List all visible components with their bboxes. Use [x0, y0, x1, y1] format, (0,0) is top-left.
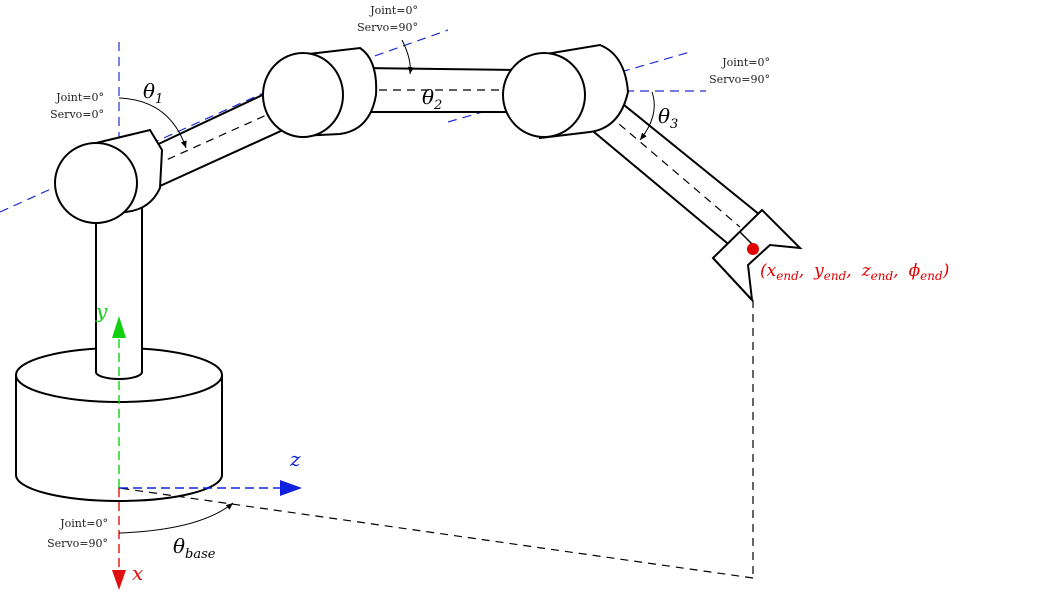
theta1-label: θ1 — [143, 79, 163, 107]
theta3-label: θ3 — [658, 104, 678, 132]
shoulder-axis-line — [0, 89, 271, 213]
theta1-arc — [118, 97, 187, 149]
base-joint-label: Joint=0° Servo=90° — [47, 517, 108, 550]
svg-text:Servo=90°: Servo=90° — [709, 73, 770, 86]
end-effector-point — [747, 243, 759, 255]
svg-text:Joint=0°: Joint=0° — [59, 517, 108, 530]
projection-lines — [118, 300, 754, 579]
theta-base-arc — [118, 502, 234, 534]
base-column — [95, 195, 143, 380]
y-axis-label: y — [95, 299, 108, 323]
svg-text:Servo=90°: Servo=90° — [47, 537, 108, 550]
theta2-label: θ2 — [422, 85, 442, 113]
svg-text:Joint=0°: Joint=0° — [55, 91, 104, 104]
elbow-joint-label: Joint=0° Servo=90° — [357, 4, 418, 34]
shoulder-joint-label: Joint=0° Servo=0° — [50, 91, 104, 121]
z-axis-label: z — [289, 447, 301, 471]
svg-text:Servo=0°: Servo=0° — [50, 108, 104, 121]
gripper — [711, 208, 803, 303]
wrist-joint-label: Joint=0° Servo=90° — [709, 56, 770, 86]
elbow-joint — [262, 46, 378, 138]
z-axis — [119, 480, 302, 496]
x-axis-label: x — [132, 561, 143, 585]
theta3-arc — [639, 91, 655, 141]
shoulder-joint — [54, 128, 164, 224]
svg-text:Joint=0°: Joint=0° — [721, 56, 770, 69]
theta-base-label: θbase — [173, 534, 216, 562]
end-effector-label: (xend,yend,zend,ϕend) — [760, 261, 949, 283]
svg-text:Servo=90°: Servo=90° — [357, 21, 418, 34]
y-axis — [112, 316, 126, 488]
x-axis — [112, 488, 126, 590]
wrist-joint — [502, 43, 630, 140]
theta2-arc — [401, 39, 414, 75]
svg-text:Joint=0°: Joint=0° — [369, 4, 418, 17]
